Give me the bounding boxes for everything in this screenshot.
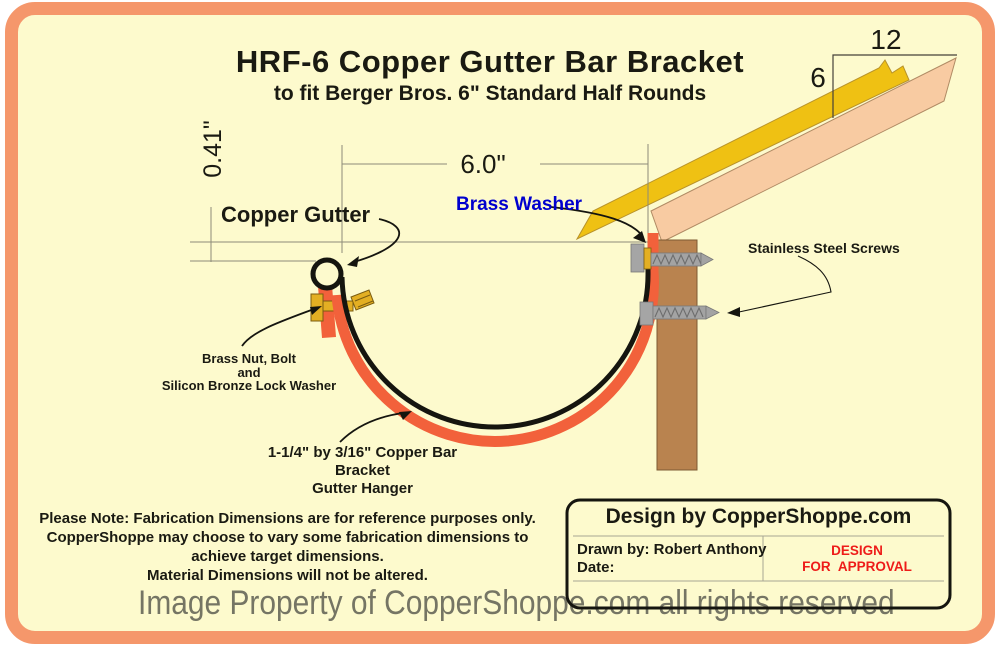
- stainless-screws-label: Stainless Steel Screws: [748, 240, 900, 256]
- page-subtitle: to fit Berger Bros. 6" Standard Half Rou…: [273, 82, 707, 105]
- date-label: Date:: [577, 559, 615, 576]
- leader-brass-washer: [550, 206, 644, 238]
- fascia-board: [656, 239, 698, 471]
- dimension-offset-label: 0.41": [199, 120, 227, 178]
- pitch-rise-label: 6: [810, 62, 826, 93]
- hanger-label: 1-1/4" by 3/16" Copper Bar Bracket Gutte…: [240, 444, 485, 498]
- gutter-outline: [339, 248, 651, 430]
- brass-nut-line-3: Silicon Bronze Lock Washer: [161, 378, 337, 393]
- screw-bottom: [639, 301, 720, 326]
- dimension-width-label: 6.0": [460, 149, 506, 179]
- status-line-2: FOR APPROVAL: [802, 559, 912, 574]
- leader-brass-nut: [241, 308, 315, 347]
- fabrication-note: Please Note: Fabrication Dimensions are …: [35, 509, 540, 585]
- leader-arrowheads: [310, 231, 740, 420]
- copper-gutter-label: Copper Gutter: [221, 202, 371, 227]
- watermark-text: Image Property of CopperShoppe.com all r…: [138, 584, 895, 622]
- title-block-frame: [565, 498, 952, 610]
- leader-hanger: [339, 412, 404, 443]
- leader-screws: [738, 255, 832, 313]
- brass-nut-label: Brass Nut, Bolt and Silicon Bronze Lock …: [129, 352, 369, 393]
- roof-trim: [575, 59, 910, 241]
- leader-copper-gutter: [353, 218, 400, 263]
- pitch-triangle-lines: [832, 54, 957, 118]
- hanger-line-2: Gutter Hanger: [312, 480, 413, 497]
- title-block-heading: Design by CopperShoppe.com: [605, 505, 912, 528]
- brass-nut-line-2: and: [237, 364, 261, 380]
- brass-nut-line-1: Brass Nut, Bolt: [202, 351, 296, 366]
- dimension-lines: [190, 144, 649, 262]
- bracket-band: [331, 233, 659, 447]
- screw-top: [630, 243, 714, 273]
- gutter-bead: [310, 257, 344, 291]
- drawn-by-label: Drawn by: Robert Anthony: [577, 541, 767, 558]
- status-line-1: DESIGN: [831, 543, 883, 558]
- note-line-1: Please Note: Fabrication Dimensions are …: [39, 510, 536, 527]
- roof-deck: [650, 57, 957, 243]
- note-line-2: CopperShoppe may choose to vary some fab…: [46, 529, 529, 546]
- note-line-4: Material Dimensions will not be altered.: [147, 567, 428, 584]
- page-title: HRF-6 Copper Gutter Bar Bracket: [235, 44, 745, 79]
- leader-lines: [241, 206, 832, 443]
- note-line-3: achieve target dimensions.: [191, 548, 384, 565]
- pitch-run-label: 12: [870, 24, 902, 55]
- hanger-line-1: 1-1/4" by 3/16" Copper Bar Bracket: [267, 444, 458, 479]
- brass-washer-label: Brass Washer: [456, 194, 583, 215]
